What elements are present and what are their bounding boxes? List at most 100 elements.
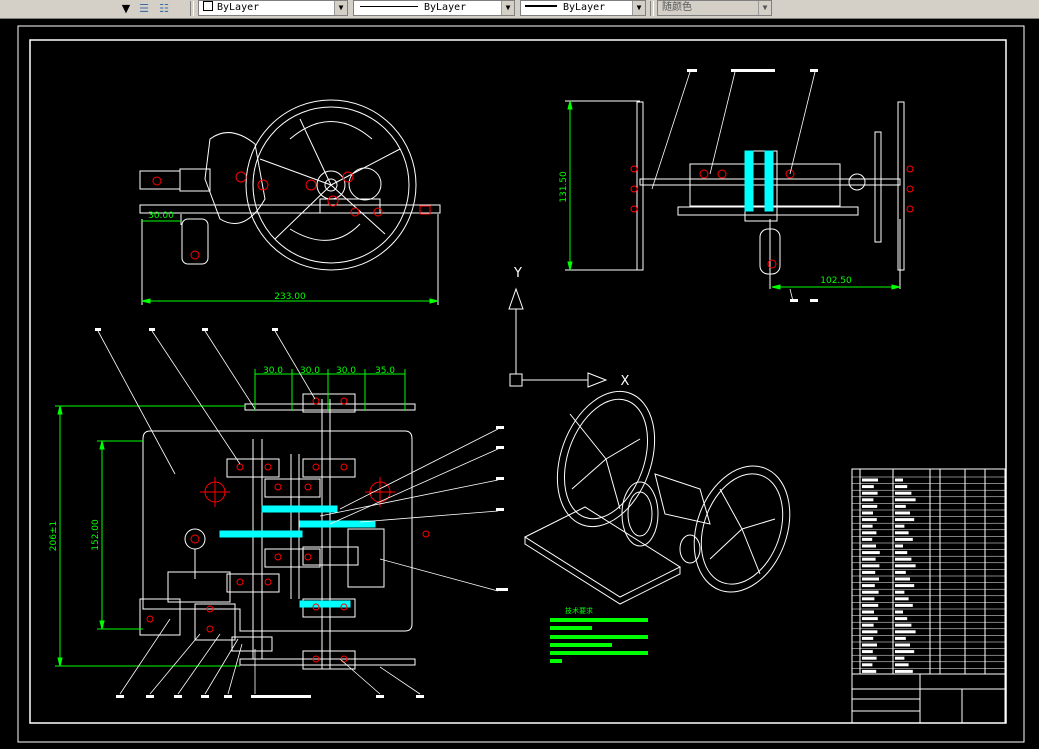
parts-row-text-block bbox=[862, 518, 877, 522]
parts-row-text-block bbox=[862, 603, 879, 607]
iso-base-edge bbox=[524, 537, 681, 605]
wheel-right bbox=[897, 101, 905, 271]
parts-row-text-block bbox=[895, 623, 912, 627]
parts-row-text-block bbox=[862, 623, 874, 627]
top-view bbox=[139, 99, 441, 305]
handwheel-spoke-outline bbox=[289, 121, 373, 241]
motor-box bbox=[167, 571, 231, 603]
dim-text: 30.0 bbox=[263, 366, 283, 376]
pulley bbox=[184, 528, 206, 550]
layer-states-icon[interactable]: ☰ bbox=[139, 2, 149, 15]
iso-spokes-left bbox=[569, 413, 641, 510]
parts-row-text-block bbox=[862, 531, 877, 535]
plotstyle-combo-value: 随颜色 bbox=[662, 2, 692, 13]
parts-row-text-block bbox=[895, 544, 903, 548]
parts-row-text-block bbox=[895, 564, 916, 568]
parts-row-text-block bbox=[862, 537, 873, 541]
parts-row-text-block bbox=[895, 570, 906, 574]
parts-row-text-block bbox=[895, 518, 915, 522]
parts-row-text-block bbox=[895, 630, 916, 634]
housing-plate bbox=[142, 430, 413, 632]
iso-handwheel-left-inner bbox=[563, 398, 649, 520]
top-view-dims bbox=[141, 220, 439, 304]
parts-row-text-block bbox=[895, 584, 915, 588]
dim-text: 102.50 bbox=[820, 276, 852, 286]
iso-spokes-right bbox=[709, 488, 776, 575]
motor-flange bbox=[179, 168, 211, 192]
motor-body bbox=[139, 170, 181, 190]
iso-housing bbox=[654, 473, 711, 525]
front-balloon-marks bbox=[95, 328, 508, 698]
linetype-combo-value: ByLayer bbox=[424, 2, 467, 13]
parts-row-text-block bbox=[862, 663, 873, 667]
parts-row-text-block bbox=[895, 610, 903, 614]
balloon-marks bbox=[687, 69, 818, 302]
parts-row-text-block bbox=[862, 551, 880, 555]
plotstyle-combo[interactable]: 随颜色 ▼ bbox=[657, 0, 772, 16]
front-view-centers bbox=[146, 397, 430, 663]
bearing-blocks bbox=[226, 393, 359, 670]
parts-row-text-block bbox=[862, 557, 876, 561]
lineweight-combo[interactable]: ByLayer ▼ bbox=[520, 0, 646, 16]
parts-row-text-block bbox=[862, 610, 874, 614]
chevron-down-icon[interactable]: ▼ bbox=[632, 1, 645, 15]
parts-row-text-block bbox=[895, 650, 915, 654]
handwheel-edge bbox=[874, 131, 882, 243]
parts-row-text-block bbox=[862, 584, 875, 588]
color-combo[interactable]: ByLayer ▼ bbox=[198, 0, 348, 16]
parts-row-text-block bbox=[895, 504, 906, 508]
parts-list-text bbox=[862, 478, 916, 673]
parts-list-rows bbox=[852, 476, 1005, 669]
parts-row-text-block bbox=[862, 478, 878, 482]
shaft-end bbox=[419, 205, 431, 215]
worm-gear bbox=[348, 167, 382, 201]
parts-row-text-block bbox=[895, 485, 908, 489]
dim-text: 30.00 bbox=[148, 211, 174, 221]
outer-frame bbox=[17, 25, 1025, 743]
iso-handwheel-right-inner bbox=[700, 473, 784, 585]
parts-row-text-block bbox=[895, 590, 905, 594]
side-view-centers bbox=[630, 165, 914, 269]
front-view-dims bbox=[55, 369, 406, 667]
parts-row-text-block bbox=[895, 663, 909, 667]
parts-row-text-block bbox=[862, 577, 879, 581]
parts-row-text-block bbox=[862, 636, 874, 640]
drawing-canvas[interactable]: 233.00 30.00 131.50 102.50 bbox=[0, 19, 1039, 745]
dim-text: 233.00 bbox=[274, 292, 306, 302]
toolbar-separator bbox=[190, 1, 194, 16]
linetype-combo[interactable]: ByLayer ▼ bbox=[353, 0, 515, 16]
iso-base-plate bbox=[523, 506, 682, 598]
parts-row-text-block bbox=[862, 656, 877, 660]
cad-drawing: 233.00 30.00 131.50 102.50 bbox=[17, 25, 1025, 743]
parts-row-text-block bbox=[895, 577, 910, 581]
side-view bbox=[565, 100, 905, 289]
dim-text: 131.50 bbox=[559, 171, 569, 203]
iso-handwheel-left bbox=[556, 390, 656, 528]
parts-row-text-block bbox=[895, 551, 908, 555]
dropdown-arrow-icon[interactable]: ▼ bbox=[121, 2, 131, 15]
parts-row-text-block bbox=[862, 498, 874, 502]
chevron-down-icon[interactable]: ▼ bbox=[334, 1, 347, 15]
parts-row-text-block bbox=[862, 643, 877, 647]
ucs-icon bbox=[508, 287, 608, 388]
layer-previous-icon[interactable]: ☷ bbox=[159, 2, 169, 15]
parts-row-text-block bbox=[895, 491, 912, 495]
chevron-down-icon[interactable]: ▼ bbox=[758, 1, 771, 15]
parts-row-text-block bbox=[862, 511, 873, 515]
front-view-leaders bbox=[97, 330, 499, 695]
toolbar-separator bbox=[650, 1, 654, 16]
chevron-down-icon[interactable]: ▼ bbox=[501, 1, 514, 15]
bottom-plate bbox=[239, 658, 416, 666]
parts-row-text-block bbox=[895, 636, 906, 640]
housing-body bbox=[204, 132, 266, 224]
parts-row-text-block bbox=[895, 643, 910, 647]
motor-vertical bbox=[181, 218, 209, 265]
drawing-border bbox=[29, 39, 1007, 724]
parts-row-text-block bbox=[862, 597, 875, 601]
parts-row-text-block bbox=[895, 656, 905, 660]
parts-row-text-block bbox=[862, 570, 876, 574]
parts-row-text-block bbox=[862, 485, 874, 489]
parts-row-text-block bbox=[895, 537, 913, 541]
linetype-preview-icon bbox=[360, 6, 418, 7]
hub-bore bbox=[324, 178, 338, 192]
